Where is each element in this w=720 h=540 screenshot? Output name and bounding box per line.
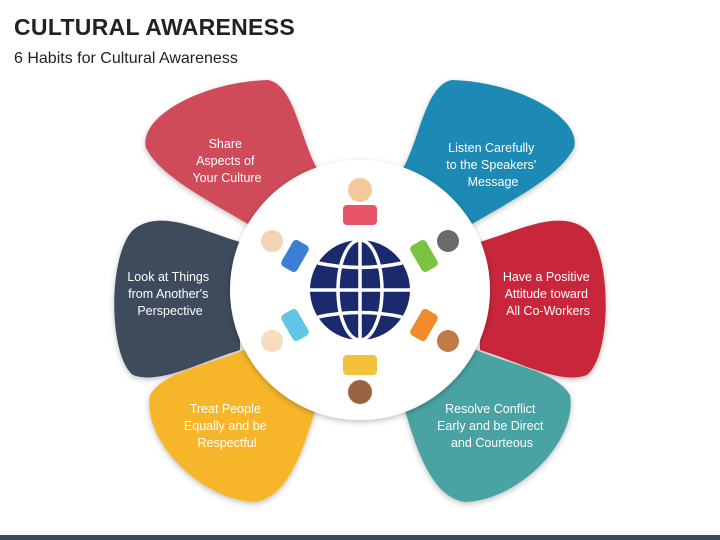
person-upper-right-head — [437, 230, 459, 252]
person-lower-left-head — [261, 330, 283, 352]
person-upper-right — [410, 230, 459, 273]
person-top-head — [348, 178, 372, 202]
person-lower-left-body — [281, 308, 309, 342]
person-upper-right-body — [410, 239, 438, 273]
person-top-body — [343, 205, 377, 225]
person-lower-right-head — [437, 330, 459, 352]
habit-look-label: Look at Things from Another's Perspectiv… — [127, 270, 212, 318]
petal-share — [145, 80, 318, 224]
person-lower-right — [410, 308, 459, 352]
person-lower-right-body — [410, 308, 438, 342]
habit-resolve-label: Resolve Conflict Early and be Direct and… — [437, 402, 547, 450]
habit-treat-label: Treat People Equally and be Respectful — [184, 402, 270, 450]
person-lower-left — [261, 308, 309, 352]
petal-look — [114, 220, 240, 378]
bottom-bar — [0, 535, 720, 540]
person-upper-left — [261, 230, 309, 273]
person-bottom-body — [343, 355, 377, 375]
person-upper-left-body — [281, 239, 309, 273]
petal-positive — [480, 220, 606, 378]
person-bottom — [343, 355, 377, 404]
person-upper-left-head — [261, 230, 283, 252]
page-title: CULTURAL AWARENESS — [14, 14, 295, 40]
person-bottom-head — [348, 380, 372, 404]
person-top — [343, 178, 377, 225]
habit-listen-label: Listen Carefully to the Speakers' Messag… — [446, 141, 539, 189]
petal-listen — [402, 80, 575, 224]
page-subtitle: 6 Habits for Cultural Awareness — [14, 50, 238, 67]
habit-share-label: Share Aspects of Your Culture — [192, 137, 261, 185]
habit-positive-label: Have a Positive Attitude toward All Co-W… — [503, 270, 593, 318]
globe-icon — [310, 238, 410, 342]
